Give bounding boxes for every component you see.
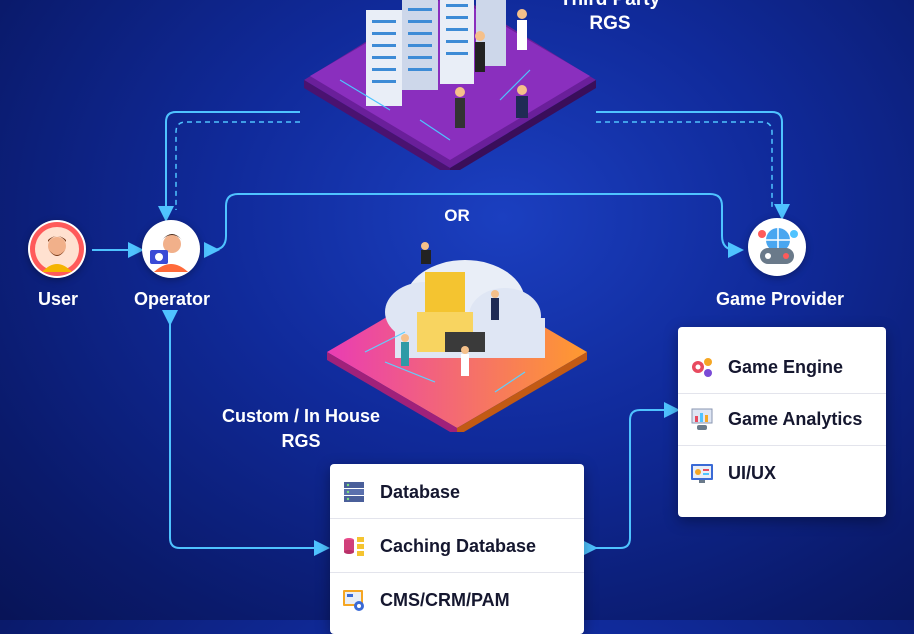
game-controller-icon: [749, 219, 805, 275]
gear-icon: [688, 353, 716, 381]
game-provider-avatar: [748, 218, 806, 276]
feature-label: UI/UX: [728, 462, 777, 483]
feature-label: CMS/CRM/PAM: [380, 589, 510, 610]
feature-caching-database: Caching Database: [330, 520, 584, 573]
third-party-provider-link-dashed: [596, 121, 773, 210]
user-label: User: [37, 289, 79, 309]
user-avatar: [28, 220, 86, 278]
operator-avatar: [142, 220, 200, 278]
feature-database: Database: [330, 466, 584, 519]
or-label: OR: [444, 206, 470, 225]
feature-ui-ux: UI/UX: [678, 447, 886, 499]
third-party-link-dashed: [175, 121, 300, 210]
analytics-icon: [688, 405, 716, 433]
third-party-rgs-illustration: [304, 0, 596, 170]
database-provider-link: [582, 402, 680, 556]
user-icon: [30, 222, 84, 276]
third-party-link: [158, 111, 300, 222]
design-icon: [688, 459, 716, 487]
provider-features-card: Game Engine Game Analytics UI/UX: [678, 327, 886, 517]
feature-label: Caching Database: [380, 535, 537, 556]
game-provider-label: Game Provider: [715, 289, 845, 309]
operator-database-link: [169, 318, 330, 556]
feature-game-engine: Game Engine: [678, 341, 886, 394]
feature-label: Game Analytics: [728, 408, 863, 429]
database-icon: [340, 478, 368, 506]
third-party-provider-link: [596, 111, 790, 220]
operator-label: Operator: [133, 289, 211, 309]
rgs-features-card: Database Caching Database CMS/CRM/PAM: [330, 464, 584, 634]
operator-icon: [143, 221, 199, 277]
operator-provider-link: [203, 193, 744, 259]
third-party-rgs-label: Third Party RGS: [560, 0, 660, 34]
cms-icon: [340, 586, 368, 614]
custom-rgs-illustration: [327, 242, 587, 432]
feature-cms-crm-pam: CMS/CRM/PAM: [330, 574, 584, 626]
feature-game-analytics: Game Analytics: [678, 393, 886, 446]
connector-lines: [92, 111, 790, 556]
custom-rgs-label: Custom / In House RGS: [221, 406, 380, 451]
feature-label: Database: [380, 481, 461, 502]
feature-label: Game Engine: [728, 356, 844, 377]
caching-database-icon: [340, 532, 368, 560]
